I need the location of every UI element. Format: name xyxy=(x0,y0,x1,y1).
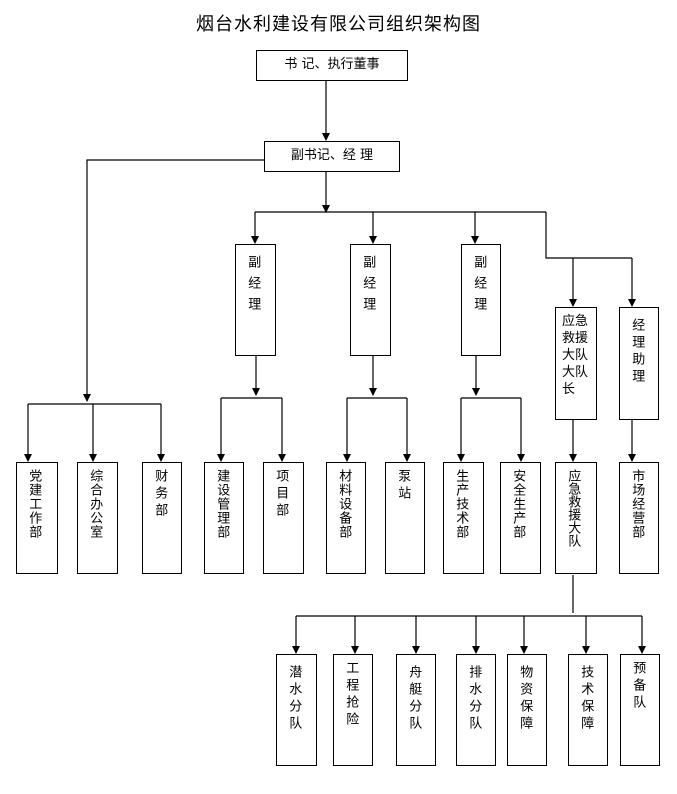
engineering-rescue-label: 工程抢险 xyxy=(343,661,359,729)
deputy-gm-node-2: 副经理 xyxy=(350,244,391,356)
material-support-node: 物资保障 xyxy=(507,654,547,766)
construction-mgmt-label: 建设管理部 xyxy=(214,469,230,539)
party-building-node: 党建工作部 xyxy=(16,462,58,574)
project-dept-label: 项目部 xyxy=(273,469,289,520)
boat-squad-node: 舟艇分队 xyxy=(396,654,436,766)
project-dept-node: 项目部 xyxy=(263,462,304,574)
board-node: 书 记、执行董事 xyxy=(256,50,408,81)
safety-production-label: 安全生产部 xyxy=(510,469,526,539)
deputy-gm-node-3: 副经理 xyxy=(461,244,501,356)
general-office-label: 综合办公室 xyxy=(87,469,103,539)
production-tech-node: 生产技术部 xyxy=(443,462,484,574)
pump-station-node: 泵站 xyxy=(385,462,425,574)
drainage-squad-label: 排水分队 xyxy=(466,665,482,733)
rescue-leader-label-3: 长 xyxy=(562,381,576,397)
pump-station-label: 泵站 xyxy=(395,469,411,503)
material-equipment-label: 材料设备部 xyxy=(336,469,352,539)
general-office-node: 综合办公室 xyxy=(77,462,118,574)
rescue-team-node: 应急救援大队 xyxy=(555,462,597,574)
rescue-leader-label-1: 应急救援 xyxy=(562,314,589,346)
technical-support-node: 技术保障 xyxy=(568,654,608,766)
finance-label: 财务部 xyxy=(152,469,168,520)
technical-support-label: 技术保障 xyxy=(578,665,594,733)
market-operation-label: 市场经营部 xyxy=(629,469,645,539)
engineering-rescue-node: 工程抢险 xyxy=(333,654,373,766)
material-support-label: 物资保障 xyxy=(517,665,533,733)
reserve-team-node: 预备队 xyxy=(620,654,660,766)
diving-squad-label: 潜水分队 xyxy=(286,665,302,733)
party-building-label: 党建工作部 xyxy=(26,469,42,539)
gm-node: 副书记、经 理 xyxy=(264,141,400,172)
market-operation-node: 市场经营部 xyxy=(619,462,659,574)
deputy-gm-label-1: 副经理 xyxy=(245,255,261,318)
board-label: 书 记、执行董事 xyxy=(284,57,380,73)
rescue-leader-node: 应急救援 大队大队 长 xyxy=(555,307,597,420)
deputy-gm-node-1: 副经理 xyxy=(235,244,276,356)
material-equipment-node: 材料设备部 xyxy=(326,462,366,574)
deputy-gm-label-3: 副经理 xyxy=(471,255,487,318)
production-tech-label: 生产技术部 xyxy=(453,469,469,539)
construction-mgmt-node: 建设管理部 xyxy=(204,462,244,574)
diving-squad-node: 潜水分队 xyxy=(276,654,317,766)
gm-assistant-node: 经理助理 xyxy=(619,307,659,420)
rescue-leader-label-2: 大队大队 xyxy=(562,347,589,380)
safety-production-node: 安全生产部 xyxy=(500,462,541,574)
deputy-gm-label-2: 副经理 xyxy=(360,255,376,318)
chart-title: 烟台水利建设有限公司组织架构图 xyxy=(196,14,481,35)
reserve-team-label: 预备队 xyxy=(630,661,646,712)
finance-node: 财务部 xyxy=(142,462,182,574)
drainage-squad-node: 排水分队 xyxy=(456,654,496,766)
gm-assistant-label: 经理助理 xyxy=(629,318,645,386)
gm-label: 副书记、经 理 xyxy=(290,148,374,164)
boat-squad-label: 舟艇分队 xyxy=(406,665,422,733)
rescue-team-label: 应急救援大队 xyxy=(565,469,581,547)
